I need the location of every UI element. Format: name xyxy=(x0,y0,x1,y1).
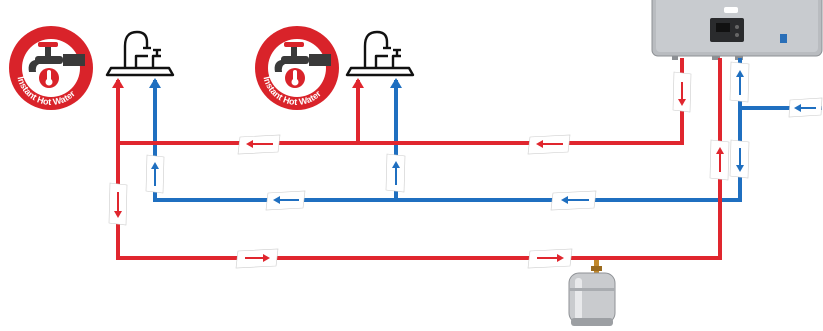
flow-direction-arrow-icon xyxy=(385,153,406,193)
instant-hot-water-badge: Instant Hot Water xyxy=(255,26,339,110)
sink-faucet-icon xyxy=(345,30,415,77)
flow-direction-arrow-icon xyxy=(788,97,823,118)
flow-direction-arrow-icon xyxy=(550,190,597,211)
expansion-tank-icon xyxy=(568,260,616,326)
flow-direction-arrow-icon xyxy=(729,139,750,179)
flow-direction-arrow-icon xyxy=(729,61,750,103)
flow-direction-arrow-icon xyxy=(235,248,279,269)
flow-direction-arrow-icon xyxy=(672,71,692,113)
flow-direction-arrow-icon xyxy=(527,248,573,269)
hot-water-pipes xyxy=(116,58,722,260)
hot-water-faucet-icon xyxy=(274,42,331,88)
fixture-inlet-arrows xyxy=(112,78,402,88)
flow-direction-arrow-icon xyxy=(265,190,306,211)
sink-faucet-icon xyxy=(105,30,175,77)
tankless-water-heater-icon xyxy=(651,0,823,60)
flow-direction-arrow-icon xyxy=(145,154,165,194)
flow-direction-arrow-icon xyxy=(527,134,571,155)
flow-direction-arrow-icon xyxy=(108,182,128,226)
flow-direction-arrow-icon xyxy=(709,139,730,181)
hot-water-faucet-icon xyxy=(28,42,85,88)
flow-direction-arrow-icon xyxy=(237,134,281,155)
instant-hot-water-badge: Instant Hot Water xyxy=(9,26,93,110)
